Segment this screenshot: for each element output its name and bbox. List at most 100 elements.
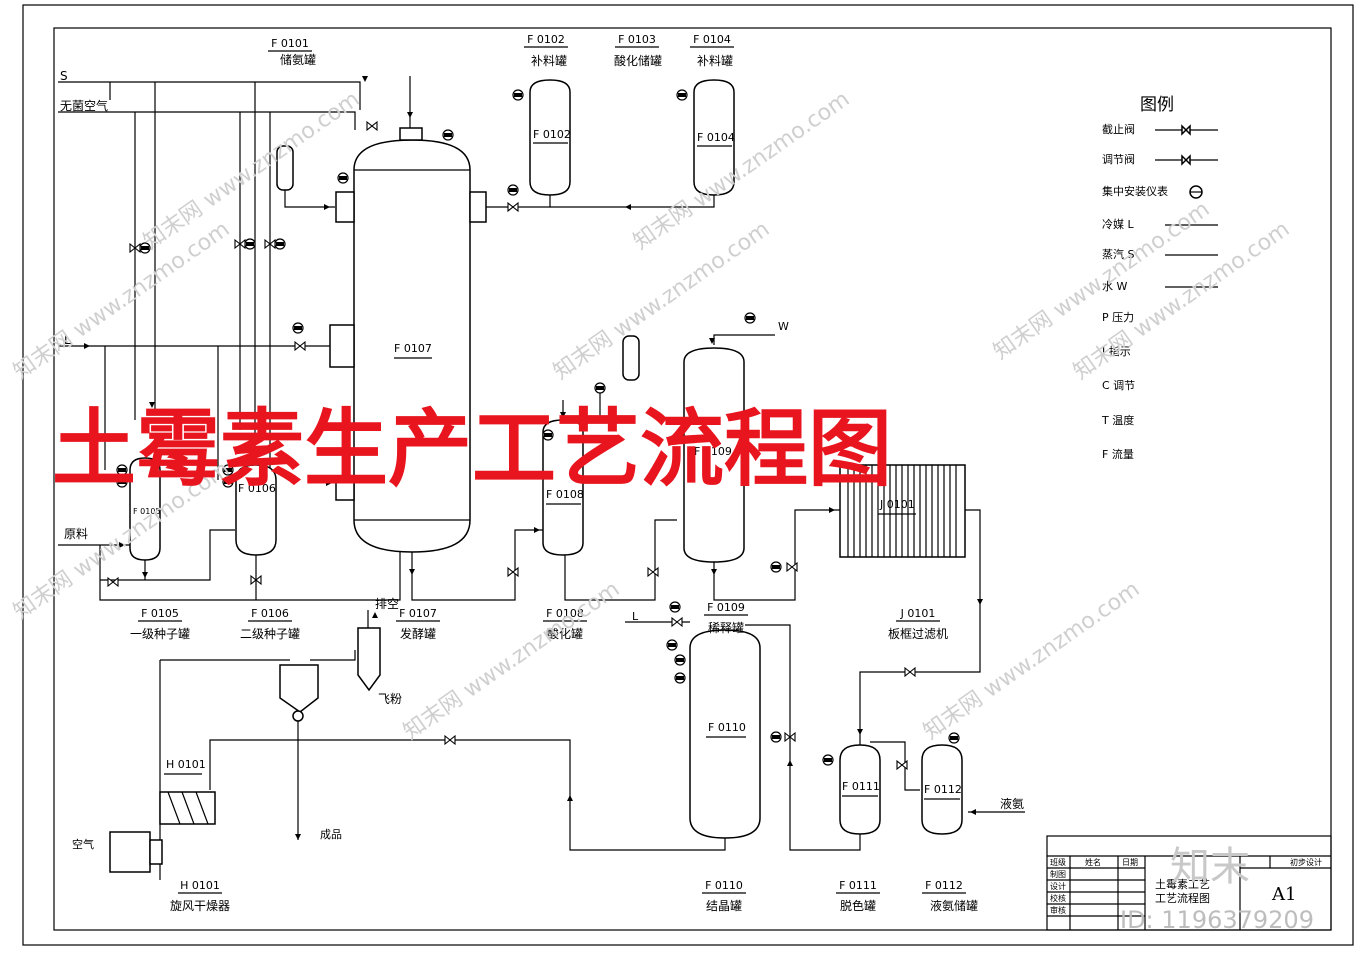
legend-valve-icon	[1181, 124, 1191, 136]
flow-arrow-icon	[142, 572, 148, 578]
instrument-icon-core	[276, 242, 284, 246]
legend-item-label: 冷媒 L	[1102, 218, 1134, 231]
equipment-tag: F 0111	[839, 879, 877, 892]
watermark-text: 知末网 www.znzmo.com	[9, 217, 234, 385]
dust-collector	[357, 627, 381, 692]
title-block: 班级 姓名 日期 制图 设计 校核 审核 土霉素工艺 工艺流程图 初步设计 A1	[1046, 835, 1332, 931]
instrument-icon-core	[224, 468, 232, 472]
equipment-tag: F 0109	[707, 601, 745, 614]
vessel-label-f0106: F 0106	[238, 482, 276, 495]
title-block-frame	[1046, 835, 1332, 931]
flow-arrow-icon	[970, 809, 976, 815]
stream-air: 空气	[72, 837, 94, 851]
equipment-name: 旋风干燥器	[170, 899, 230, 913]
instrument-icon-core	[746, 316, 754, 320]
fermenter-jacket-left-3	[335, 477, 355, 501]
tb-row-review: 审核	[1050, 905, 1066, 915]
tb-drawing-name-2: 工艺流程图	[1155, 891, 1210, 905]
flow-arrow-icon	[149, 402, 155, 408]
stream-coolant: L	[64, 333, 71, 347]
flow-arrow-icon	[977, 599, 983, 605]
instrument-icon-core	[118, 480, 126, 484]
seed-tank-f0106	[235, 464, 277, 556]
equipment-name: 一级种子罐	[130, 627, 190, 641]
instrument-icon-core	[544, 433, 552, 437]
tb-header-date: 日期	[1122, 858, 1138, 867]
tb-header-class: 班级	[1050, 857, 1066, 867]
valve-icon	[507, 566, 519, 578]
valve-icon	[234, 238, 246, 250]
instrument-icon-core	[772, 565, 780, 569]
flow-arrow-icon	[84, 343, 90, 349]
valves	[107, 120, 916, 771]
sight-glass-icon	[622, 335, 640, 381]
flow-arrow-icon	[326, 480, 332, 486]
flow-arrow-icon	[711, 569, 717, 575]
stream-raw-material: 原料	[64, 527, 88, 541]
vessel-label-f0111: F 0111	[842, 780, 880, 793]
valve-icon	[671, 616, 683, 628]
equipment-tag: F 0107	[399, 607, 437, 620]
flow-arrow-icon	[324, 204, 330, 210]
vessel-label-h0101: H 0101	[166, 758, 206, 771]
inner-frame	[53, 27, 1332, 931]
tb-row-check: 校核	[1050, 893, 1066, 903]
instrument-icon-core	[772, 735, 780, 739]
legend-item-label: 蒸汽 S	[1102, 247, 1134, 261]
vessel-label-f0110: F 0110	[708, 721, 746, 734]
legend-item-label: 调节阀	[1102, 152, 1135, 166]
stream-steam: S	[60, 69, 68, 83]
equipment-name: 酸化罐	[547, 626, 583, 641]
decolorization-tank-f0111	[839, 744, 881, 835]
fermenter-jacket-left-2	[329, 324, 355, 368]
instrument-icon-core	[246, 242, 254, 246]
flow-arrow-icon	[409, 569, 415, 575]
acidification-tank-f0108	[542, 419, 584, 556]
instrument-icon-core	[668, 643, 676, 647]
valve-icon	[444, 734, 456, 746]
legend-item-label: I 指示	[1102, 344, 1131, 358]
valve-icon	[250, 574, 262, 586]
instrument-icon-core	[824, 758, 832, 762]
outer-frame	[22, 4, 1354, 946]
vessel-label-f0102: F 0102	[533, 128, 571, 141]
valve-icon	[107, 576, 119, 588]
equipment-name: 脱色罐	[840, 898, 876, 913]
equipment-name: 结晶罐	[706, 899, 742, 913]
stream-product: 成品	[320, 828, 342, 841]
vessel-label-f0109: F 0109	[694, 445, 732, 458]
equipment-tag: F 0106	[251, 607, 289, 620]
valve-icon	[896, 759, 908, 771]
instrument-icon-core	[676, 658, 684, 662]
equipment-tag: F 0102	[527, 33, 565, 46]
vessel-label-f0108: F 0108	[546, 488, 584, 501]
legend-item-label: 集中安装仪表	[1102, 184, 1168, 198]
flow-arrow-icon	[857, 729, 863, 735]
instrument-icon-core	[676, 676, 684, 680]
tb-row-draw: 制图	[1050, 869, 1066, 879]
page-title: 土霉素生产工艺流程图	[52, 399, 892, 498]
equipment-name: 补料罐	[531, 54, 567, 68]
seed-tank-f0105	[129, 457, 161, 561]
equipment-name: 储氨罐	[280, 52, 316, 67]
dilution-tank-f0109	[683, 347, 745, 563]
crystallization-tank-f0110	[689, 629, 761, 839]
legend-item-label: F 流量	[1102, 447, 1134, 461]
instrument-icon-core	[950, 736, 958, 740]
tb-row-design: 设计	[1050, 881, 1066, 891]
equipment-name: 补料罐	[697, 54, 733, 68]
instrument-icon-core	[509, 188, 517, 192]
legend-valve-icon	[1181, 154, 1191, 166]
watermark-logo: 知末	[1170, 844, 1250, 890]
equipment-tag: F 0103	[618, 33, 656, 46]
stream-sterile-air: 无菌空气	[60, 98, 108, 113]
valve-icon	[507, 201, 519, 213]
legend-item-label: C 调节	[1102, 379, 1135, 392]
flow-arrow-icon	[625, 204, 631, 210]
instrument-icon-core	[224, 480, 232, 484]
flow-arrow-icon	[709, 338, 715, 344]
stream-fly-ash: 飞粉	[378, 692, 402, 706]
